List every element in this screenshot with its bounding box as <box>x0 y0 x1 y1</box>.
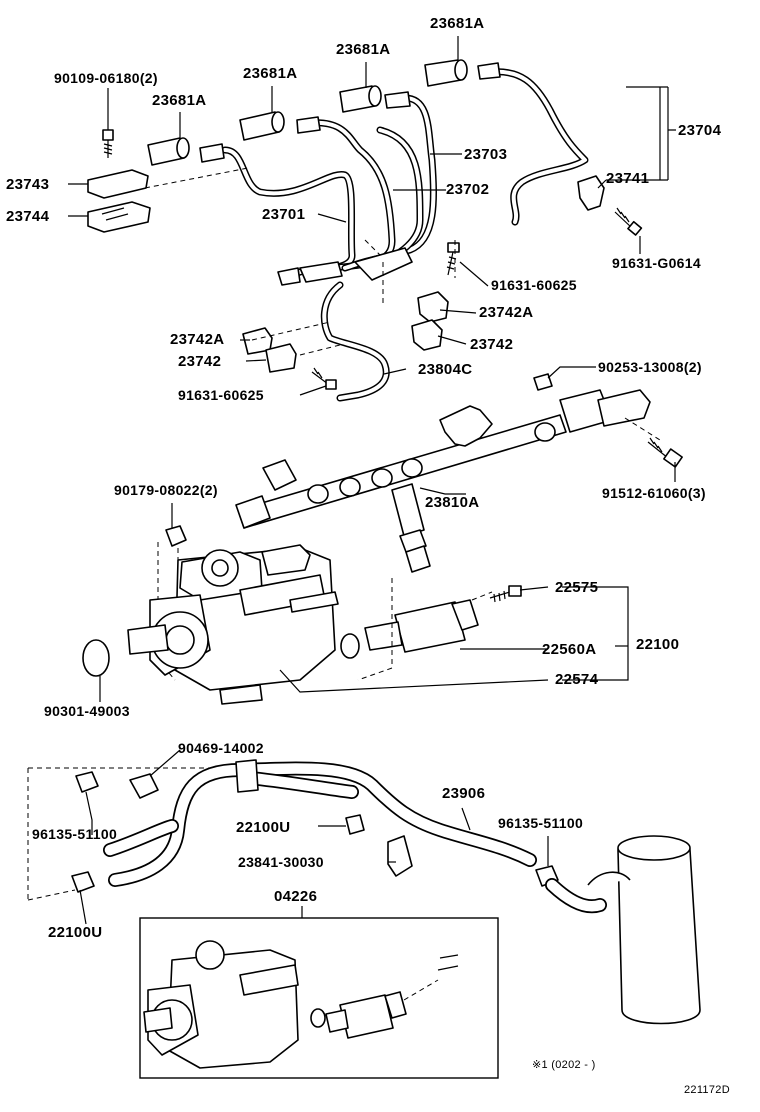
label-23742[interactable]: 23742 <box>470 336 514 353</box>
label-23810a[interactable]: 23810A <box>425 494 480 511</box>
bolt-91631-60625 <box>311 367 337 390</box>
o-ring-22574 <box>340 633 360 659</box>
clamp-23742 <box>411 319 443 351</box>
label-22560a[interactable]: 22560A <box>542 641 597 658</box>
common-rail-23810a <box>235 389 651 573</box>
hose-clip-22100u <box>71 871 95 893</box>
fuel-filter <box>545 835 701 1025</box>
sleeve-23681a <box>339 85 411 113</box>
label-22574[interactable]: 22574 <box>555 671 599 688</box>
inset-04226-frame <box>139 917 499 1079</box>
label-90301-49003[interactable]: 90301-49003 <box>44 703 130 719</box>
suction-control-valve-22560a <box>364 599 479 653</box>
label-23742[interactable]: 23742 <box>178 353 222 370</box>
label-91631-g0614[interactable]: 91631-G0614 <box>612 255 701 271</box>
hose-joint <box>235 759 259 793</box>
bolt-90109 <box>102 129 114 158</box>
label-22100u[interactable]: 22100U <box>236 819 291 836</box>
label-91512-61060[interactable]: 91512-61060(3) <box>602 485 706 501</box>
sleeve-23681a <box>424 59 501 87</box>
label-96135-51100[interactable]: 96135-51100 <box>498 815 584 831</box>
fuel-hoses <box>103 761 537 887</box>
screw-22575 <box>489 585 522 603</box>
inset-pump-assembly <box>143 940 459 1069</box>
clamp-23742a <box>242 327 273 355</box>
sleeve-23681a <box>239 111 321 141</box>
label-91631-60625[interactable]: 91631-60625 <box>178 387 264 403</box>
clamp-23742a <box>417 291 449 323</box>
label-23744[interactable]: 23744 <box>6 208 50 225</box>
label-04226[interactable]: 04226 <box>274 888 318 905</box>
label-23742a[interactable]: 23742A <box>170 331 225 348</box>
label-23703[interactable]: 23703 <box>464 146 508 163</box>
hose-clip-22100u <box>345 814 365 835</box>
bolt-91631-60625 <box>446 242 460 276</box>
label-23742a[interactable]: 23742A <box>479 304 534 321</box>
nut-90179 <box>165 525 187 547</box>
label-91631-60625[interactable]: 91631-60625 <box>491 277 577 293</box>
label-23743[interactable]: 23743 <box>6 176 50 193</box>
label-23701[interactable]: 23701 <box>262 206 306 223</box>
label-22100[interactable]: 22100 <box>636 636 680 653</box>
label-23704[interactable]: 23704 <box>678 122 722 139</box>
label-23841-30030[interactable]: 23841-30030 <box>238 854 324 870</box>
label-23681a[interactable]: 23681A <box>430 15 485 32</box>
label-90109-06180[interactable]: 90109-06180(2) <box>54 70 158 86</box>
label-90253-13008[interactable]: 90253-13008(2) <box>598 359 702 375</box>
sleeve-23681a <box>147 137 225 166</box>
clamp-23841 <box>387 835 413 877</box>
label-96135-51100[interactable]: 96135-51100 <box>32 826 118 842</box>
bolt-91631-g0614 <box>614 207 643 236</box>
label-23741[interactable]: 23741 <box>606 170 650 187</box>
pipe-end-fitting <box>299 261 343 283</box>
hose-clip-96135 <box>75 771 99 793</box>
label-22575[interactable]: 22575 <box>555 579 599 596</box>
bolt-91512 <box>647 437 683 468</box>
label-22100u[interactable]: 22100U <box>48 924 103 941</box>
diagram-id: 221172D <box>684 1084 730 1096</box>
label-23681a[interactable]: 23681A <box>243 65 298 82</box>
label-23906[interactable]: 23906 <box>442 785 486 802</box>
label-90469-14002[interactable]: 90469-14002 <box>178 740 264 756</box>
pipe-end-fitting <box>277 267 301 286</box>
clamp-23742 <box>265 343 297 373</box>
plug-90253 <box>533 373 553 391</box>
label-23702[interactable]: 23702 <box>446 181 490 198</box>
label-23681a[interactable]: 23681A <box>336 41 391 58</box>
leader-lines <box>68 36 676 925</box>
clamp-23743 <box>87 169 149 199</box>
footnote-text: ※1 (0202 - ) <box>532 1059 596 1071</box>
injection-pipes <box>221 68 589 402</box>
label-23804c[interactable]: 23804C <box>418 361 473 378</box>
clip-90469 <box>129 773 159 799</box>
o-ring-90301 <box>82 639 110 677</box>
label-90179-08022[interactable]: 90179-08022(2) <box>114 482 218 498</box>
supply-pump-22100 <box>127 544 339 705</box>
clamp-23741 <box>577 175 605 211</box>
label-23681a[interactable]: 23681A <box>152 92 207 109</box>
